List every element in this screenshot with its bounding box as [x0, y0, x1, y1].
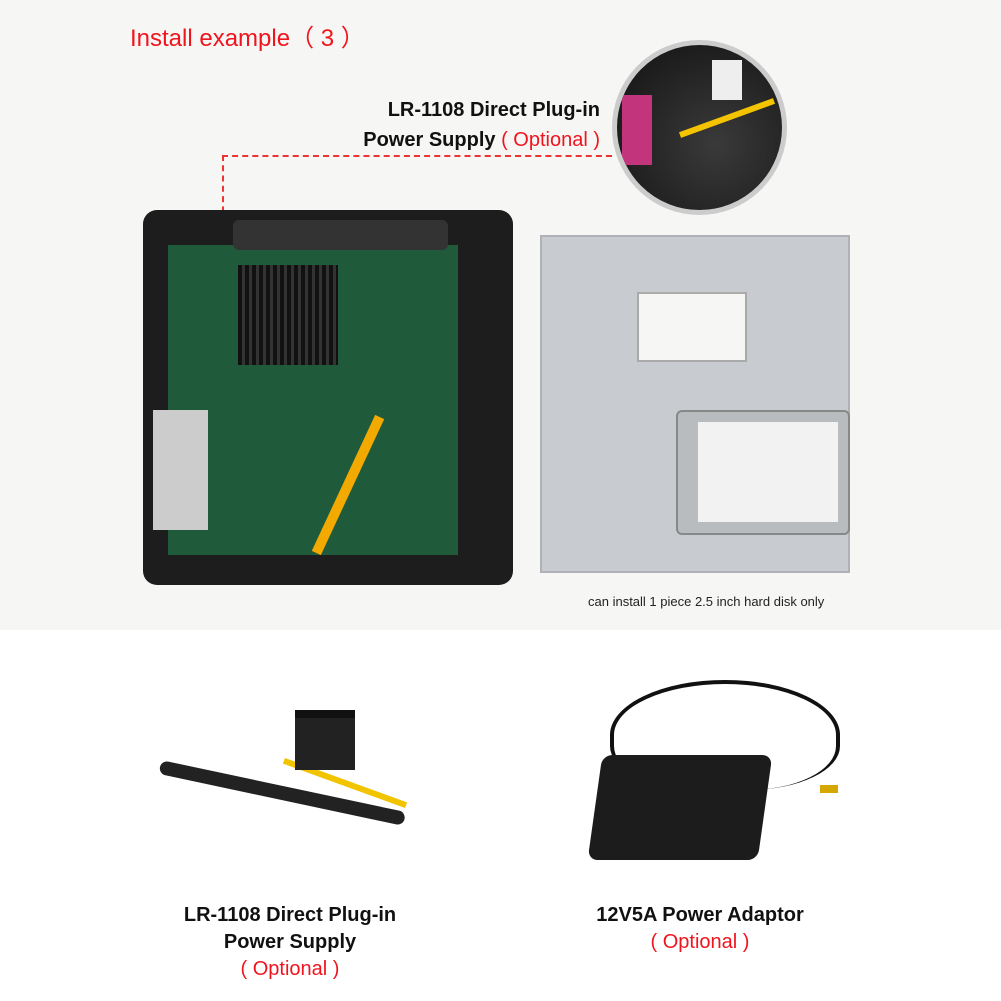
- hard-disk-image: [676, 410, 850, 535]
- psu-callout: LR-1108 Direct Plug-in Power Supply ( Op…: [300, 95, 600, 155]
- caption-optional: ( Optional ): [240, 958, 340, 980]
- caption-line1: LR-1108 Direct Plug-in: [183, 904, 397, 926]
- callout-line2: Power Supply: [363, 129, 496, 151]
- bracket-note: can install 1 piece 2.5 inch hard disk o…: [588, 594, 825, 609]
- caption-line2: Power Supply: [223, 931, 357, 953]
- io-ports: [153, 410, 208, 530]
- heatsink: [238, 265, 338, 365]
- callout-line1: LR-1108 Direct Plug-in: [387, 99, 600, 121]
- psu-closeup-image: [612, 40, 787, 215]
- section-title: Install example（ 3 ）: [130, 25, 365, 52]
- power-adaptor-image: [587, 680, 850, 880]
- mini-pc-case-image: [143, 210, 513, 585]
- caption-line1: 12V5A Power Adaptor: [596, 904, 804, 926]
- callout-optional: ( Optional ): [501, 129, 600, 151]
- adaptor-caption: 12V5A Power Adaptor ( Optional ): [560, 902, 840, 956]
- psu-product-image: [158, 700, 420, 860]
- callout-leader-line: [222, 155, 612, 157]
- fan: [233, 220, 448, 250]
- caption-optional: ( Optional ): [650, 931, 750, 953]
- psu-caption: LR-1108 Direct Plug-in Power Supply ( Op…: [150, 902, 430, 983]
